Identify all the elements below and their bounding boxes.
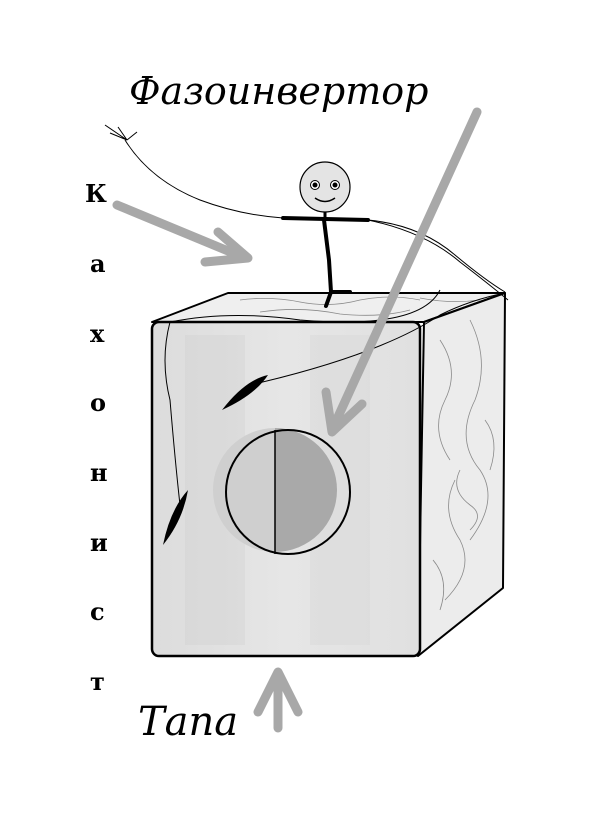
teardrop-lower xyxy=(163,490,188,545)
figure-legs xyxy=(324,290,352,308)
figure-head xyxy=(299,161,351,213)
sound-port-right-half xyxy=(275,428,337,552)
vertical-letter: о xyxy=(90,388,106,417)
figure-body xyxy=(322,218,333,294)
vertical-letter: х xyxy=(90,319,105,348)
side-wood-grain xyxy=(432,319,495,611)
vertical-label: К а х о н и с т xyxy=(85,179,108,696)
vertical-letter: К xyxy=(85,179,107,208)
port-label: Фазоинвертор xyxy=(129,69,428,113)
box-side-face xyxy=(417,292,506,657)
sound-port-left-half xyxy=(213,428,275,552)
port-arrow xyxy=(321,107,482,437)
stick-figure xyxy=(281,161,370,308)
vertical-letter: и xyxy=(90,528,108,557)
figure-mouth xyxy=(314,197,336,203)
teardrop-upper xyxy=(222,375,268,410)
vertical-letter: с xyxy=(90,597,105,626)
cajon-box xyxy=(150,292,506,658)
bottom-label: Тапа xyxy=(138,699,238,745)
sound-port xyxy=(213,428,351,555)
cajonist-arrow xyxy=(112,200,253,267)
vertical-letter: т xyxy=(90,667,105,696)
arrows xyxy=(112,107,482,733)
vertical-letter: а xyxy=(90,249,106,278)
tapa-arrow xyxy=(253,667,303,733)
vertical-letter: н xyxy=(90,458,108,487)
